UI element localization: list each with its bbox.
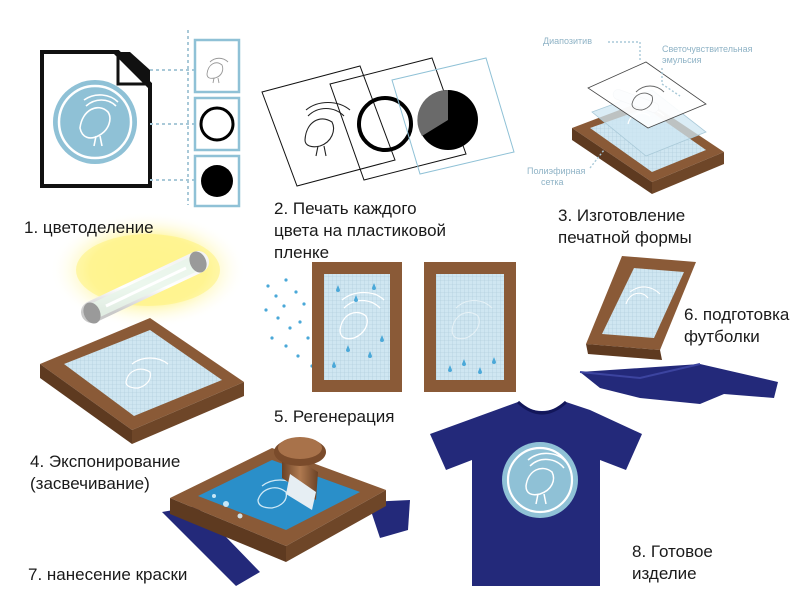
shirt-under-press [162,506,260,586]
step5-label: 5. Регенерация [274,407,395,426]
step3-label-line2: печатной формы [558,228,692,247]
step3-label: 3. Изготовление печатной формы [558,205,692,249]
squeegee [274,437,326,510]
film-sheet-2 [329,57,467,181]
screen-frame-6 [586,256,696,360]
step8-label-line2: изделие [632,564,697,583]
film-sheet-3 [391,57,515,175]
film-sheet-1 [261,65,396,187]
step2-label-line3: пленке [274,243,330,262]
step5-regeneration-group [264,262,516,392]
separation-connectors [150,30,195,205]
step2-label: 2. Печать каждого цвета на пластиковой п… [274,198,446,264]
note-diapositive: Диапозитив [543,36,592,46]
screen-frame-4 [40,318,244,444]
separation-dot [201,165,233,197]
step4-label-line2: (засвечивание) [30,474,150,493]
note-mesh: Полиэфирная сетка [527,166,585,188]
step6-label-line2: футболки [684,327,760,346]
step4-exposure-group [40,212,246,444]
step6-preparation-group [579,256,778,404]
step6-label: 6. подготовка футболки [684,304,789,348]
diapositive-film [587,61,707,129]
note-emulsion-line2: эмульсия [662,55,702,65]
screen-frame-5b [424,262,516,392]
step7-label: 7. нанесение краски [28,565,188,584]
screen-frame-5a [312,262,402,392]
separation-ring [199,106,235,142]
step4-label: 4. Экспонирование (засвечивание) [30,451,180,495]
step1-label: 1. цветоделение [24,218,154,237]
uv-lamp [81,251,209,324]
step2-films-group [261,57,515,187]
folded-shirt [579,363,778,404]
step8-label-line1: 8. Готовое [632,542,713,561]
step7-printing-group [162,437,410,586]
step3-leaders [589,41,681,169]
note-mesh-line2: сетка [541,177,564,187]
step4-label-line1: 4. Экспонирование [30,452,181,471]
step6-label-line1: 6. подготовка [684,305,790,324]
step3-label-line1: 3. Изготовление [558,206,686,225]
step1-separation-group [40,30,241,208]
separation-logo [53,80,137,164]
step2-label-line1: 2. Печать каждого [274,199,417,218]
note-mesh-line1: Полиэфирная [527,166,586,176]
screen-frame-7 [170,448,386,562]
separation-panels [193,38,241,208]
note-emulsion-line1: Светочувствительная [662,44,753,54]
step3-screen-group [572,41,724,194]
separation-bird-outline [206,57,229,84]
spray-drops [264,278,314,368]
step8-tshirt-group [430,400,642,586]
step8-label: 8. Готовое изделие [632,541,713,585]
tshirt-logo [502,442,578,518]
note-emulsion: Светочувствительная эмульсия [662,44,753,66]
step2-label-line2: цвета на пластиковой [274,221,447,240]
